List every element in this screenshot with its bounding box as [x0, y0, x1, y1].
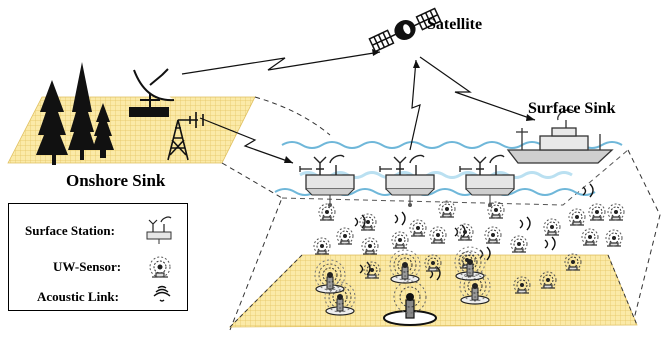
uw-sensor-icon [429, 226, 447, 244]
ship-icon [506, 109, 614, 164]
uw-sensor-icon [543, 218, 561, 236]
satellite-label: Satellite [427, 16, 482, 33]
dish-antenna-icon [129, 68, 175, 117]
legend-uw-sensor-label: UW-Sensor: [53, 259, 122, 274]
surface-station-icon [146, 216, 172, 244]
uw-sensor-icon [588, 203, 606, 221]
uw-sensor-icon [454, 246, 486, 281]
acoustic-link-icon [153, 285, 171, 302]
surface-station-2 [379, 154, 435, 208]
acoustic-links [354, 183, 594, 281]
uw-sensor-icon [391, 231, 409, 249]
sea-surface-boundary [281, 149, 629, 206]
onshore-sink-label: Onshore Sink [66, 171, 166, 190]
seabed-edge [229, 254, 638, 328]
water-column-boundary [221, 96, 661, 331]
uw-sensor-icon [605, 229, 623, 247]
uw-sensor-icon [149, 256, 171, 278]
uw-sensor-icon [510, 235, 528, 253]
legend: Surface Station: UW-Sensor: Acoustic Lin… [8, 203, 188, 311]
surface-station-3 [459, 154, 515, 208]
legend-surface-station-label: Surface Station: [25, 223, 115, 238]
radio-links [181, 51, 536, 164]
uw-sensor-icon [568, 208, 586, 226]
uw-sensor-icon [336, 227, 354, 245]
uw-sensor-icon [456, 223, 474, 241]
satellite-icon [368, 7, 442, 53]
uw-sensor-icon [438, 200, 456, 218]
tree-icon [36, 62, 114, 165]
uw-sensor-icon [383, 280, 437, 326]
radio-tower-icon [167, 112, 204, 161]
uw-sensor-icon [318, 203, 336, 221]
link-arrowheads [284, 49, 535, 163]
uw-sensor-icon [313, 237, 331, 255]
uw-sensor-icon [581, 228, 599, 246]
uw-sensor-icon [484, 226, 502, 244]
uw-sensor-icon [607, 203, 625, 221]
uw-sensor-icon [409, 219, 427, 237]
legend-acoustic-link-label: Acoustic Link: [37, 289, 119, 304]
uw-sensor-icon [361, 237, 379, 255]
surface-sink-label: Surface Sink [528, 100, 616, 117]
